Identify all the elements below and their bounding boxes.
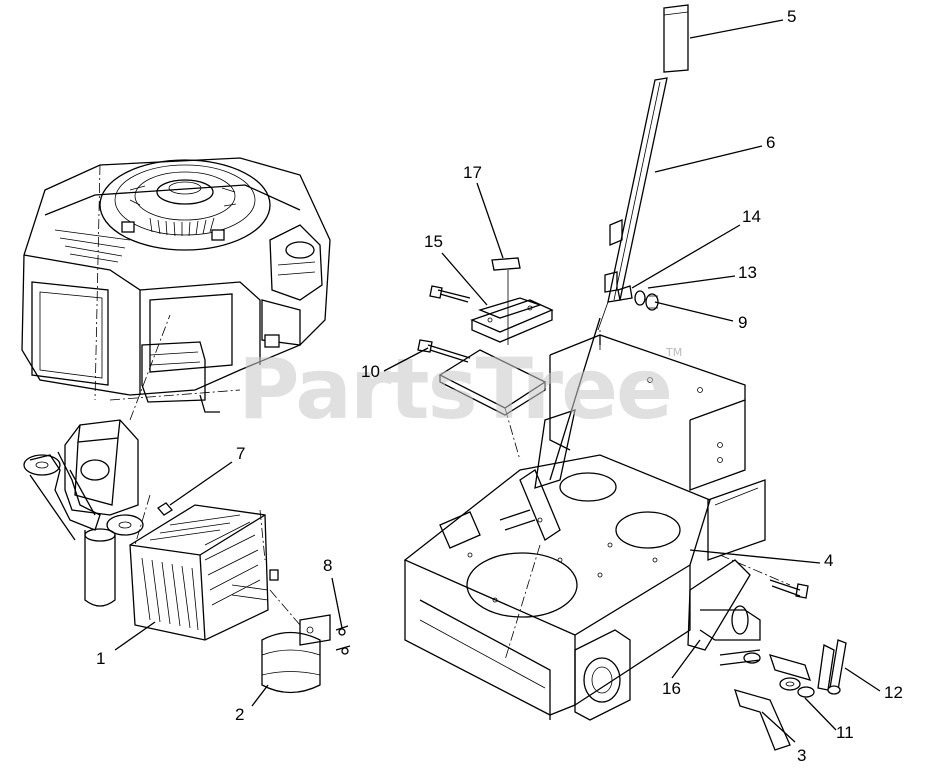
callout-15: 15 xyxy=(424,232,443,251)
callout-11: 11 xyxy=(836,723,854,742)
watermark: PartsTree xyxy=(238,340,671,438)
leader-lines xyxy=(114,19,881,743)
muffler-shield-drawing xyxy=(261,589,331,694)
air-cleaner-drawing xyxy=(64,314,171,516)
callout-6: 6 xyxy=(766,133,775,152)
callout-14: 14 xyxy=(742,207,761,226)
callout-3: 3 xyxy=(797,746,806,765)
pivot-hardware-drawing xyxy=(617,285,659,311)
bracket-drawing xyxy=(429,257,554,345)
callout-9: 9 xyxy=(738,313,747,332)
callout-labels: 1 2 3 4 5 6 7 8 9 10 11 12 13 14 15 16 1… xyxy=(96,7,903,765)
callout-2: 2 xyxy=(235,705,244,724)
exhaust-pipe-drawing xyxy=(23,451,144,607)
watermark-trademark: TM xyxy=(665,346,682,359)
callout-4: 4 xyxy=(824,551,833,570)
callout-8: 8 xyxy=(323,556,332,575)
callout-1: 1 xyxy=(96,649,105,668)
callout-13: 13 xyxy=(738,263,757,282)
mower-frame-drawing xyxy=(403,330,766,721)
callout-16: 16 xyxy=(662,679,681,698)
hardware-small-drawing xyxy=(157,502,351,655)
handle-grip-drawing xyxy=(663,4,689,73)
wheel-yoke-drawing xyxy=(687,554,847,751)
engine-drawing xyxy=(21,157,331,413)
callout-7: 7 xyxy=(236,444,245,463)
callout-5: 5 xyxy=(787,7,796,26)
callout-10: 10 xyxy=(361,362,380,381)
muffler-drawing xyxy=(129,494,279,641)
callout-17: 17 xyxy=(463,163,482,182)
plate-bracket-drawing xyxy=(417,339,547,461)
callout-12: 12 xyxy=(884,683,903,702)
